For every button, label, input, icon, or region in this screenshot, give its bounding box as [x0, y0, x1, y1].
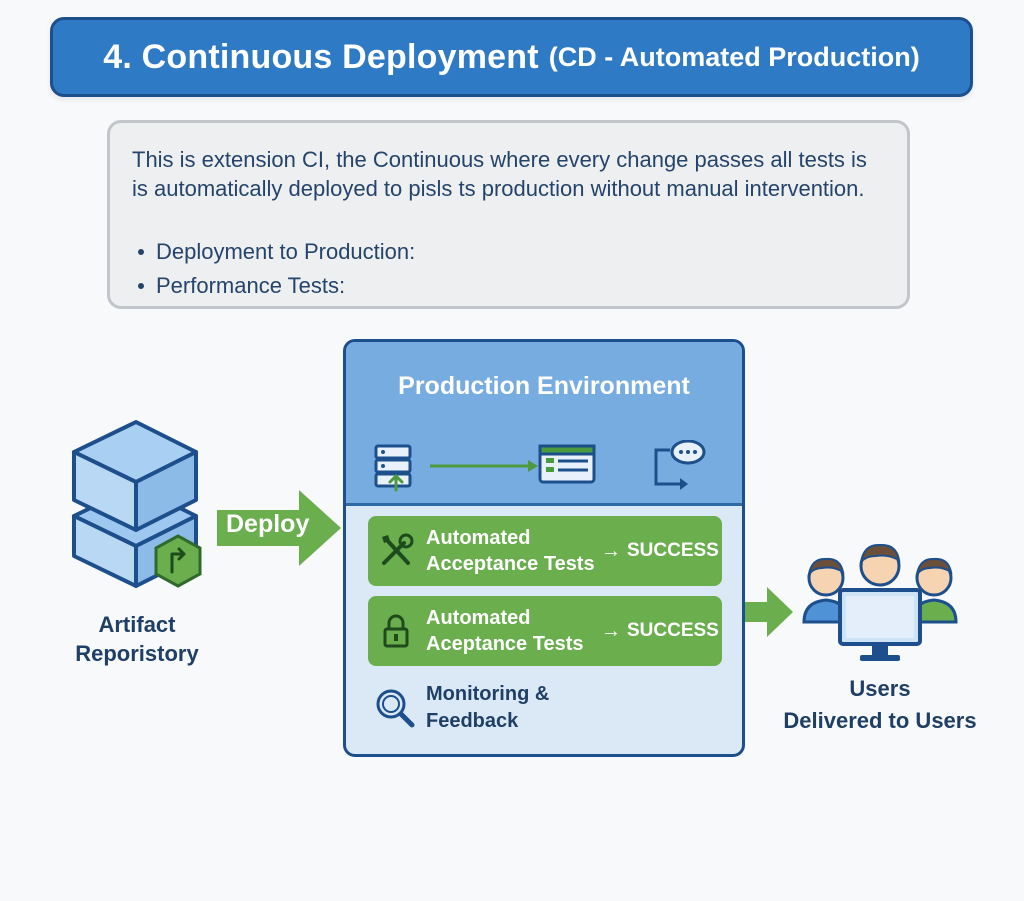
page-subtitle: (CD - Automated Production)	[548, 41, 920, 72]
tools-icon	[382, 533, 414, 565]
monitoring-row: Monitoring & Feedback	[374, 678, 714, 738]
acceptance-test-label: Automated Acceptance Tests	[426, 525, 601, 577]
users-label: Users Delivered to Users	[760, 673, 1000, 737]
bullet-text: Deployment to Production:	[156, 239, 416, 264]
production-environment-panel: Production Environment	[343, 339, 745, 757]
status-success: SUCCESS	[627, 540, 719, 561]
production-header: Production Environment	[346, 342, 742, 506]
dashboard-icon	[538, 444, 596, 484]
users-icon	[802, 543, 958, 661]
bullet-dot-icon	[138, 283, 144, 289]
title-banner: 4. Continuous Deployment (CD - Automated…	[50, 17, 973, 97]
artifact-repository-label: Artifact Reporistory	[52, 610, 222, 668]
description-box: This is extension CI, the Continuous whe…	[107, 120, 910, 309]
row-label-line-1: Automated	[426, 527, 531, 549]
row-label-line-2: Acceptance Tests	[426, 553, 595, 575]
description-line-2: is automatically deployed to pisls ts pr…	[132, 176, 865, 201]
monitoring-label-line-2: Feedback	[426, 710, 519, 732]
bullet-list: Deployment to Production: Performance Te…	[132, 235, 885, 303]
description-line-1: This is extension CI, the Continuous whe…	[132, 147, 867, 172]
right-arrow-icon: →	[601, 539, 621, 562]
lock-icon	[383, 614, 409, 648]
bullet-item: Performance Tests:	[132, 269, 885, 303]
artifact-label-line-2: Reporistory	[75, 641, 199, 666]
bullet-item: Deployment to Production:	[132, 235, 885, 269]
acceptance-test-label: Automated Aceptance Tests	[426, 605, 601, 657]
page-title: 4. Continuous Deployment	[103, 37, 539, 76]
feedback-icon	[654, 440, 706, 490]
deploy-label: Deploy	[226, 510, 310, 538]
users-label-line-1: Users	[849, 676, 911, 701]
server-icon	[374, 444, 412, 492]
row-label-line-2: Aceptance Tests	[426, 633, 584, 655]
acceptance-test-row: Automated Aceptance Tests → SUCCESS	[368, 596, 722, 666]
artifact-repository-icon	[72, 420, 202, 588]
users-label-line-2: Delivered to Users	[783, 708, 977, 733]
deploy-arrow-icon	[217, 490, 341, 566]
magnifier-icon	[376, 689, 415, 728]
right-arrow-icon: →	[601, 619, 621, 642]
artifact-label-line-1: Artifact	[98, 612, 176, 637]
monitoring-label-line-1: Monitoring &	[426, 683, 550, 705]
monitoring-label: Monitoring & Feedback	[426, 681, 549, 735]
bullet-dot-icon	[138, 249, 144, 255]
pipeline-icons	[374, 440, 706, 492]
row-label-line-1: Automated	[426, 607, 531, 629]
production-title: Production Environment	[398, 372, 690, 400]
status-success: SUCCESS	[627, 620, 719, 641]
bullet-text: Performance Tests:	[156, 273, 346, 298]
delivery-arrow-icon	[745, 587, 793, 637]
acceptance-test-row: Automated Acceptance Tests → SUCCESS	[368, 516, 722, 586]
